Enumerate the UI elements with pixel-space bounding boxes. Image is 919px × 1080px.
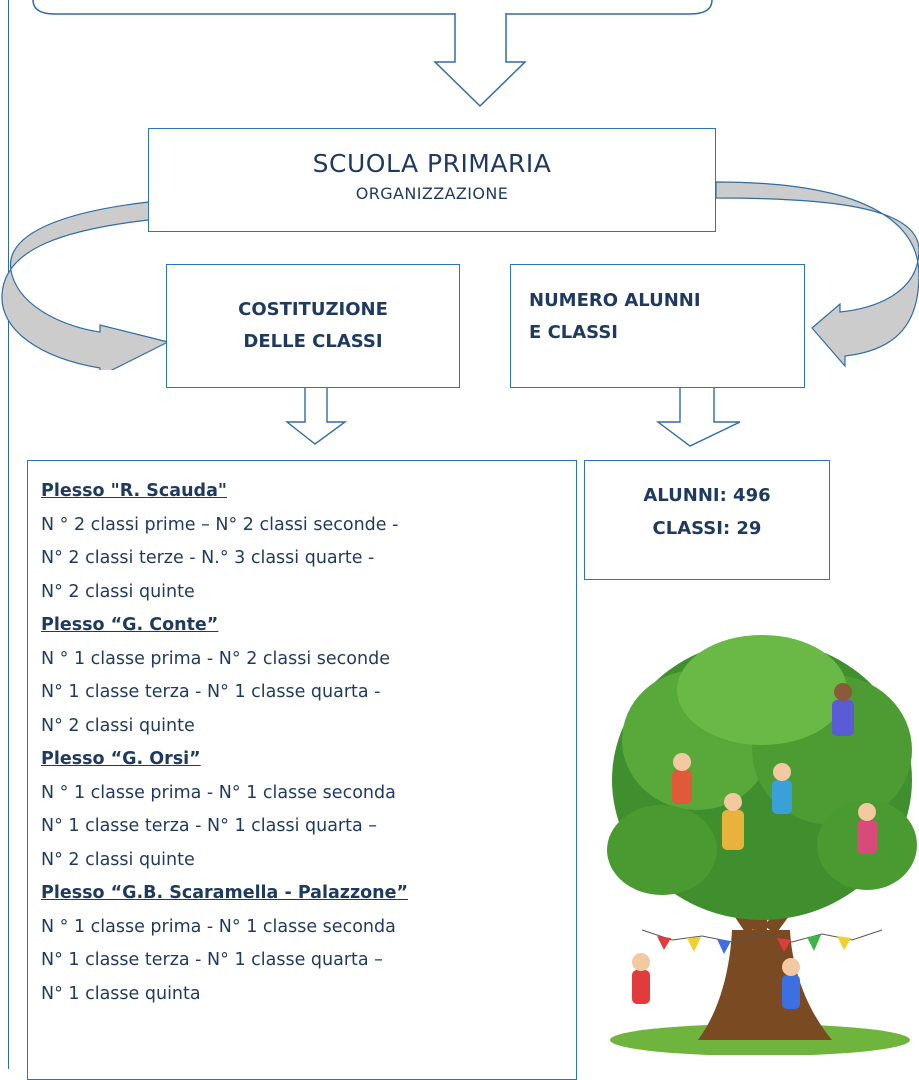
plesso-line: N° 2 classi quinte <box>41 581 195 602</box>
numero-alunni-box: NUMERO ALUNNI E CLASSI <box>510 264 805 388</box>
top-box-bottom-edge <box>32 0 713 15</box>
costituzione-classi-box: COSTITUZIONE DELLE CLASSI <box>166 264 460 388</box>
down-arrow-icon <box>433 13 527 108</box>
tree-illustration-icon <box>607 635 917 1055</box>
down-arrow-icon <box>655 388 741 447</box>
alunni-total: ALUNNI: 496 <box>643 485 771 506</box>
plesso-line: N ° 1 classe prima - N° 2 classi seconde <box>41 648 390 669</box>
plesso-title: Plesso “G. Orsi” <box>41 749 201 769</box>
plesso-title: Plesso “G.B. Scaramella - Palazzone” <box>41 883 409 903</box>
plesso-line: N° 1 classe terza - N° 1 classe quarta – <box>41 950 383 970</box>
plesso-line: N° 2 classi terze - N.° 3 classi quarte … <box>41 548 375 568</box>
plessi-list-box: Plesso "R. Scauda" N ° 2 classi prime – … <box>27 460 577 1080</box>
left-curved-arrow-icon <box>1 199 170 370</box>
totali-box: ALUNNI: 496 CLASSI: 29 <box>584 460 830 580</box>
top-connector <box>32 0 713 108</box>
plesso-title: Plesso “G. Conte” <box>41 615 219 635</box>
plesso-line: N° 2 classi quinte <box>41 849 195 870</box>
numero-line2: E CLASSI <box>529 322 618 343</box>
down-arrow-icon <box>284 388 348 445</box>
numero-line1: NUMERO ALUNNI <box>529 290 701 311</box>
plesso-line: N° 2 classi quinte <box>41 715 195 736</box>
primaria-title: SCUOLA PRIMARIA <box>312 149 552 178</box>
costituzione-line2: DELLE CLASSI <box>243 331 383 352</box>
scuola-primaria-box: SCUOLA PRIMARIA ORGANIZZAZIONE <box>148 128 716 232</box>
primaria-subtitle: ORGANIZZAZIONE <box>355 184 509 203</box>
page-left-rule <box>8 0 9 1069</box>
plesso-line: N° 1 classe quinta <box>41 983 201 1004</box>
plesso-line: N° 1 classe terza - N° 1 classi quarta – <box>41 816 378 836</box>
plesso-line: N ° 2 classi prime – N° 2 classi seconde… <box>41 514 399 535</box>
plesso-line: N° 1 classe terza - N° 1 classe quarta - <box>41 682 381 702</box>
classi-total: CLASSI: 29 <box>652 518 762 539</box>
right-curved-arrow-icon <box>715 181 919 368</box>
plesso-title: Plesso "R. Scauda" <box>41 481 227 501</box>
plesso-line: N ° 1 classe prima - N° 1 classe seconda <box>41 916 396 937</box>
lower-arrows <box>284 388 741 447</box>
curved-arrows <box>1 181 919 370</box>
costituzione-line1: COSTITUZIONE <box>238 299 388 320</box>
plesso-line: N ° 1 classe prima - N° 1 classe seconda <box>41 782 396 803</box>
